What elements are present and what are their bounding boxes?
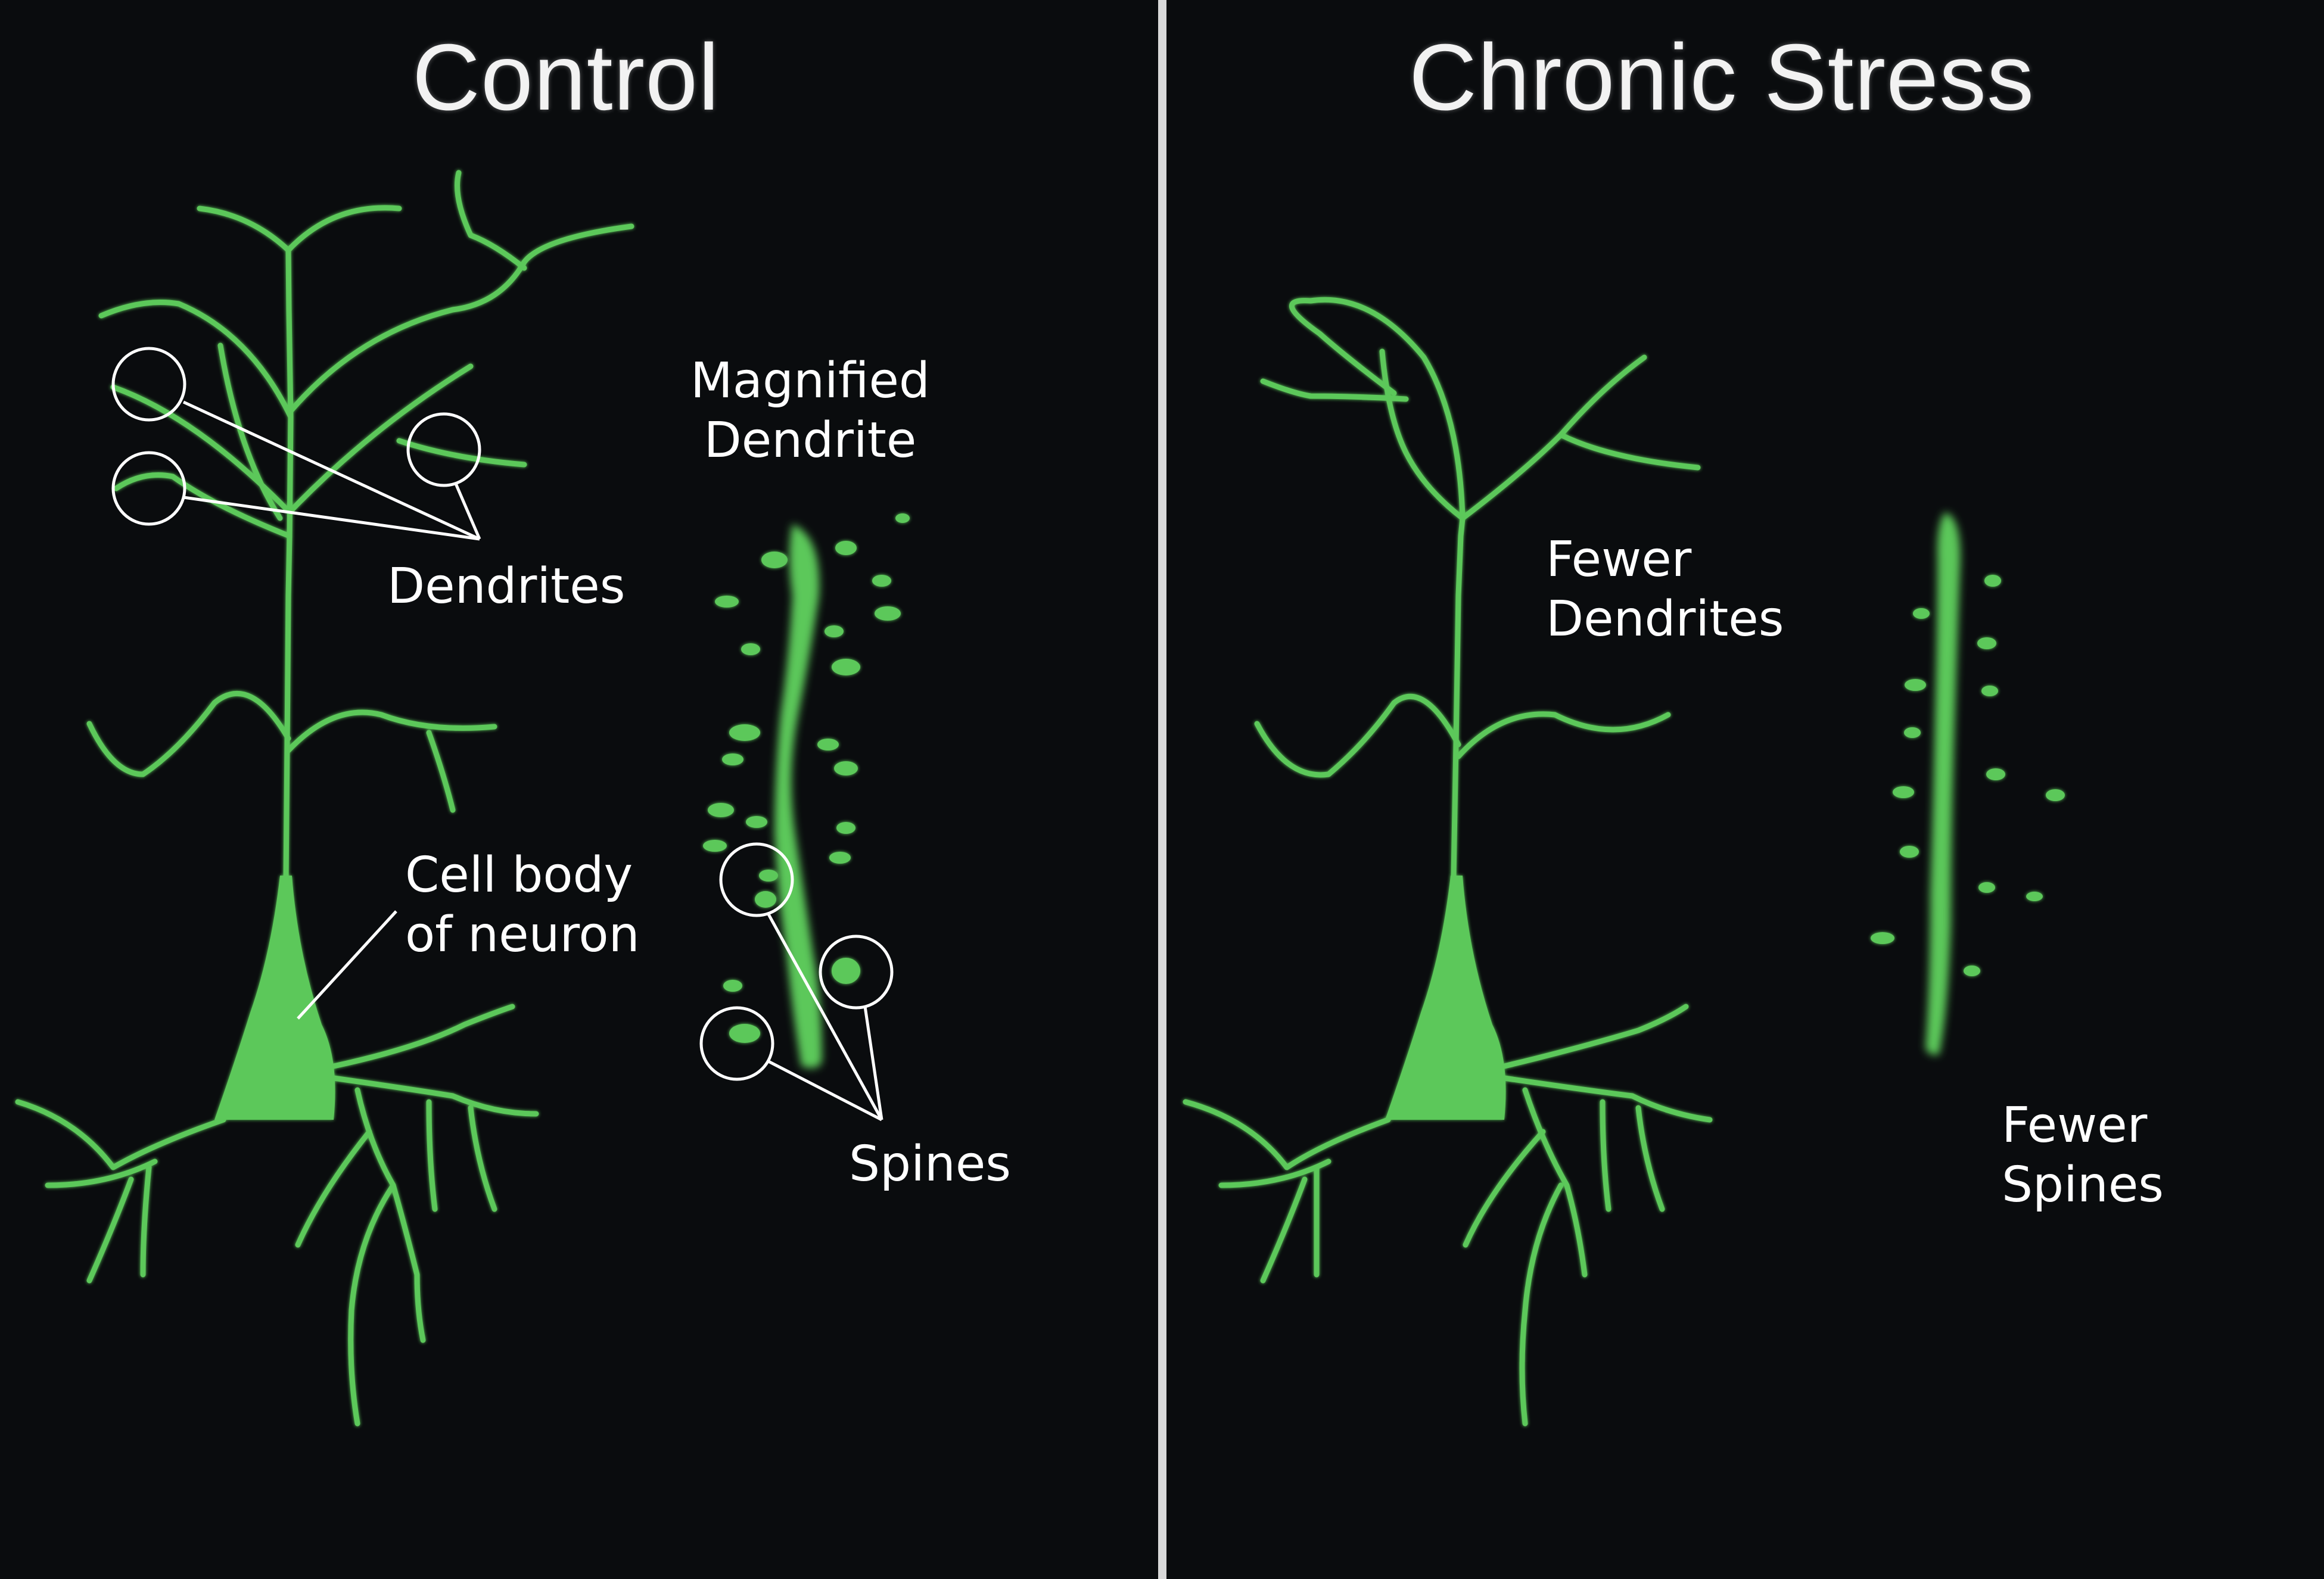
control-basal-right-7 [468,1105,497,1212]
control-neuron [15,170,634,1427]
magnified-label-line-1: Magnified [690,353,930,409]
spine-callout-circle-3 [699,1006,774,1081]
fewer-spines-line-2: Spines [2002,1157,2164,1213]
fewer-spines-label: Fewer Spines [2002,1096,2164,1215]
control-annotations [111,347,894,1122]
spine-callout-circle-2 [819,935,894,1010]
control-basal-left-1 [15,1099,226,1170]
control-branch-right-long [288,223,634,414]
dendrite-callout-circle-2 [111,451,186,526]
control-basal-right-6 [426,1099,438,1212]
stress-basal-right-2 [1501,1075,1713,1123]
dendrites-label: Dendrites [387,558,626,615]
stress-branch-right [1460,354,1647,521]
fewer-dendrites-label: Fewer Dendrites [1546,530,1784,649]
control-mid-branch-left [86,690,291,777]
control-branch-left-lower [113,472,293,539]
control-branch-right-twig [455,170,527,271]
control-top-branch-left [197,205,291,253]
cell-body-label-line-1: Cell body [405,847,633,904]
control-branch-right-diag [287,363,474,515]
stress-branch-left [1260,378,1409,402]
stress-basal-right-6 [1600,1099,1611,1212]
control-panel-title: Control [412,25,720,130]
stress-basal-right-5 [1463,1129,1546,1248]
stress-branch-right-2 [1558,432,1701,471]
dendrite-leader-3 [454,483,481,540]
spine-leader-3 [767,1060,883,1122]
control-apical-trunk [283,247,294,885]
fewer-dendrites-line-2: Dendrites [1546,591,1784,647]
magnified-dendrite-label: Magnified Dendrite [655,351,965,471]
control-branch-far-left [98,300,294,420]
magnified-label-line-2: Dendrite [704,412,917,469]
stress-mid-left [1254,694,1461,778]
stress-basal-right-7 [1635,1105,1665,1212]
control-basal-left-3 [140,1164,152,1278]
stress-top-arch [1289,297,1466,521]
control-magnified-dendrite [703,513,910,1069]
stress-apical-trunk [1451,515,1466,879]
cell-body-leader [297,910,397,1020]
control-basal-right-4 [348,1182,396,1427]
stress-basal-left-4 [1260,1176,1308,1284]
control-basal-right-3 [354,1087,426,1343]
cell-body-label: Cell body of neuron [405,846,640,965]
control-basal-right-5 [295,1129,372,1248]
stress-magnified-dendrite [1871,512,2065,1055]
fewer-dendrites-line-1: Fewer [1546,531,1692,588]
control-basal-left-2 [45,1158,158,1188]
control-basal-left-4 [86,1176,134,1284]
control-mid-twig [426,730,456,813]
control-branch-left-mid [110,384,293,515]
control-branch-right-horizontal [396,438,527,468]
control-basal-right-2 [331,1075,539,1117]
control-cell-body [214,876,335,1120]
stress-neuron [1183,297,1713,1427]
control-basal-right-1 [331,1004,515,1069]
control-mid-branch-right [285,709,497,753]
stress-panel-title: Chronic Stress [1408,25,2035,130]
spine-callout-circle-1 [719,842,794,917]
panel-divider [1158,0,1166,1579]
dendrite-callout-circle-1 [111,347,186,422]
stress-mid-right [1455,711,1671,759]
stress-basal-right-1 [1501,1004,1689,1069]
dendrite-leader-1 [182,400,481,541]
stress-basal-left-2 [1218,1158,1331,1188]
control-top-branch-right [285,205,402,253]
stress-basal-right-4 [1519,1182,1564,1427]
spines-label: Spines [849,1136,1012,1192]
spine-leader-2 [863,1006,883,1120]
dendrite-callout-circle-3 [406,412,481,487]
cell-body-label-line-2: of neuron [405,907,640,963]
dendrite-leader-2 [183,496,480,541]
stress-basal-right-3 [1522,1087,1588,1278]
stress-basal-left-1 [1183,1099,1391,1170]
control-branch-left-inner [217,342,283,521]
fewer-spines-line-1: Fewer [2002,1097,2148,1154]
stress-cell-body [1385,876,1506,1120]
spine-leader-1 [767,913,883,1121]
